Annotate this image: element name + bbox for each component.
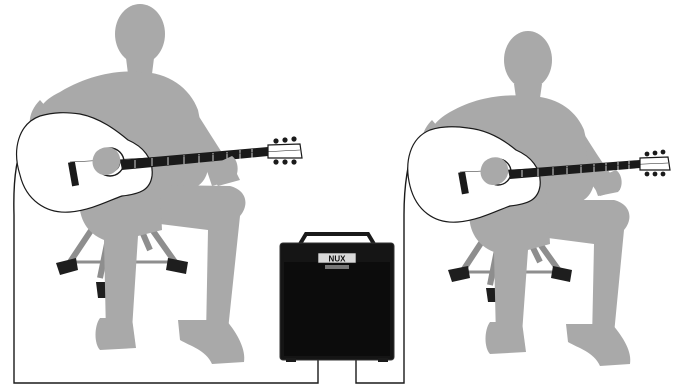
amplifier: NUX — [280, 234, 394, 362]
amp-brand-label: NUX — [329, 255, 347, 264]
left-stool-foot — [166, 258, 188, 274]
amp-grille — [284, 262, 390, 356]
left-player — [17, 4, 302, 364]
left-person-shoe — [96, 318, 137, 350]
right-person-shoe — [566, 324, 630, 366]
left-stool-foot — [56, 258, 78, 275]
amp-foot — [378, 358, 388, 362]
amp-foot — [286, 358, 296, 362]
left-person-shoe — [178, 320, 244, 364]
right-stool-foot — [448, 266, 470, 282]
right-player — [408, 31, 670, 366]
right-person-shoe — [486, 322, 527, 354]
right-stool-foot — [551, 266, 572, 282]
